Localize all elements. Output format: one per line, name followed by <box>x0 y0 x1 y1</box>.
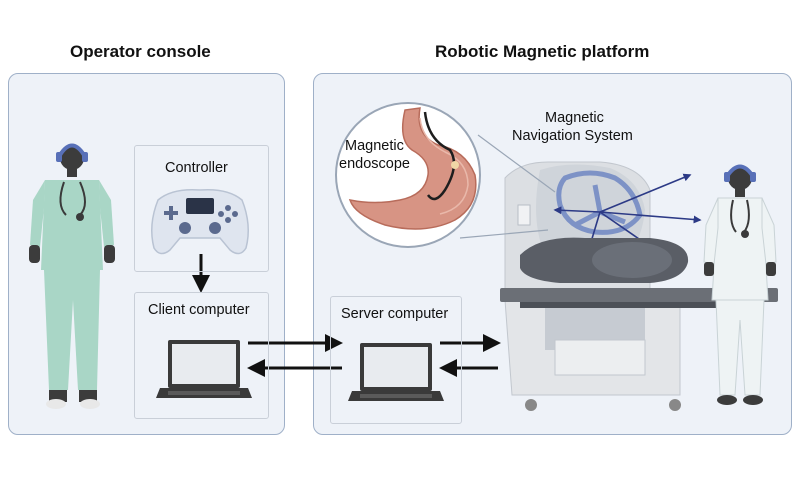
stomach-illustration <box>348 107 477 230</box>
operator-figure <box>29 143 115 409</box>
mri-scanner-illustration <box>504 161 681 411</box>
client-computer-box <box>134 292 269 419</box>
endoscope-label-line2: endoscope <box>339 156 410 172</box>
client-computer-label: Client computer <box>148 302 250 318</box>
controller-box <box>134 145 269 272</box>
robotic-platform-title: Robotic Magnetic platform <box>435 42 650 61</box>
stomach-callout <box>335 102 556 248</box>
patient-table <box>500 288 778 308</box>
server-computer-box <box>330 296 462 424</box>
server-laptop-icon <box>348 343 444 401</box>
mns-label-line2: Navigation System <box>512 128 633 144</box>
mns-label-line1: Magnetic <box>545 110 604 126</box>
magnetic-field-lines <box>553 170 702 264</box>
clinician-figure <box>703 164 777 405</box>
patient-figure <box>520 237 689 283</box>
client-laptop-icon <box>156 340 252 398</box>
server-computer-label: Server computer <box>341 306 449 322</box>
operator-console-title: Operator console <box>70 42 211 61</box>
endoscope-label-line1: Magnetic <box>345 138 404 154</box>
controller-label: Controller <box>165 160 228 176</box>
gamepad-icon <box>151 188 249 255</box>
